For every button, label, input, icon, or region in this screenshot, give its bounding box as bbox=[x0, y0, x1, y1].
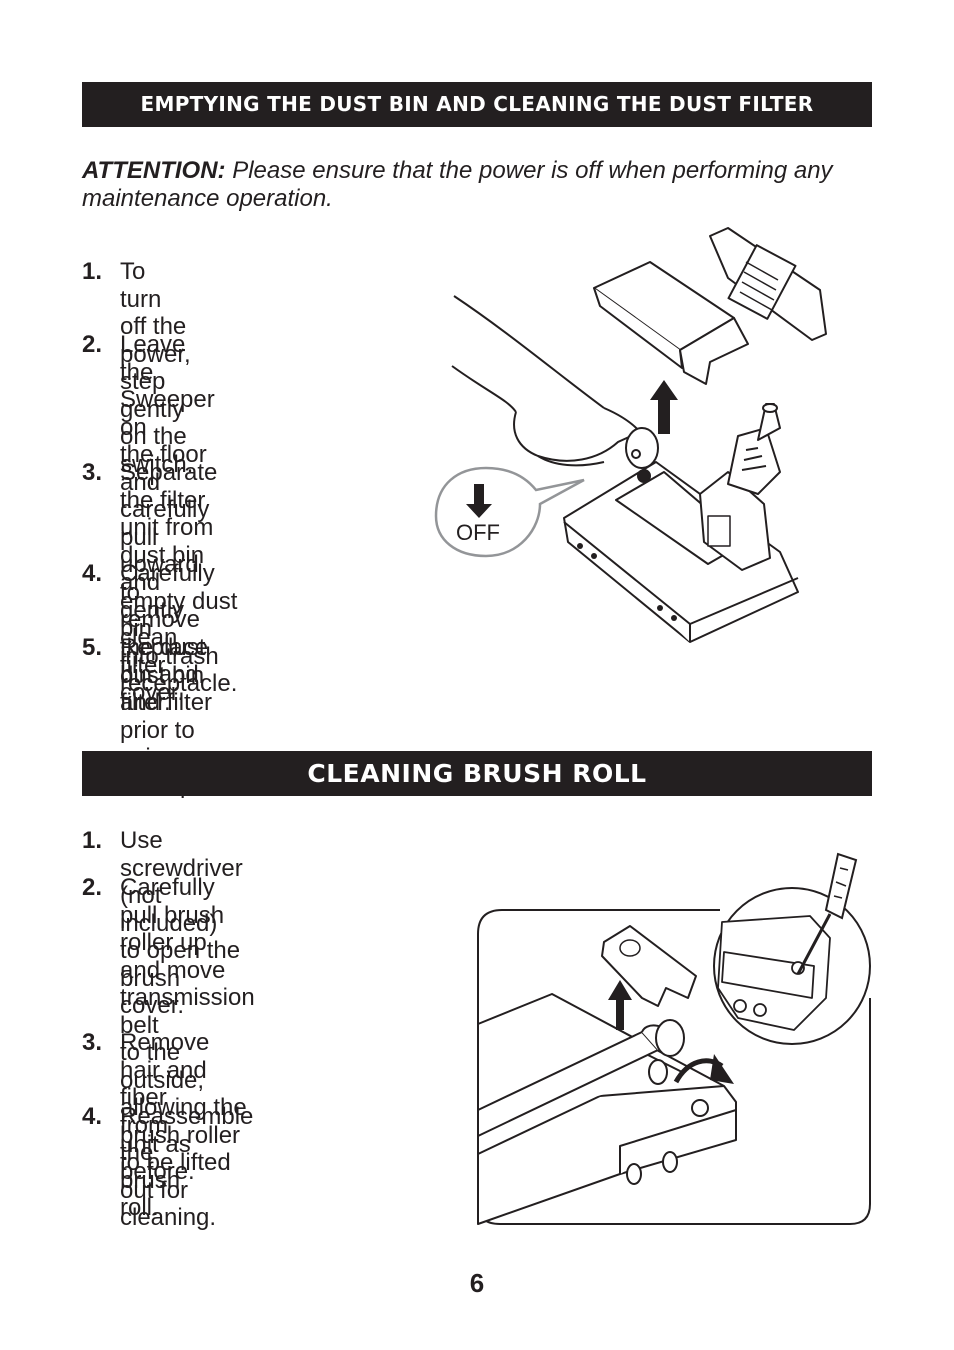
step-line: Separate the filter unit from bbox=[120, 459, 218, 541]
off-label: OFF bbox=[456, 520, 500, 545]
step-number: 2. bbox=[82, 331, 103, 358]
brush-roll-illustration bbox=[477, 852, 871, 1225]
step-line: into trash receptacle. bbox=[120, 642, 238, 698]
step-number: 1. bbox=[82, 258, 103, 285]
section-heading-brush-roll: CLEANING BRUSH ROLL bbox=[82, 751, 872, 796]
step-line: To turn off the power, step bbox=[120, 258, 191, 395]
step-line: brush roller to be lifted out for bbox=[120, 1121, 241, 1204]
step-line: Carefully empty dust bin bbox=[120, 560, 238, 642]
step-line: bin and filter. bbox=[120, 661, 199, 716]
step-line: to the outside, allowing the bbox=[120, 1039, 247, 1121]
attention-note: ATTENTION: Please ensure that the power … bbox=[82, 157, 882, 213]
step-line: Replace dust bin and filter bbox=[120, 634, 213, 716]
step-number: 2. bbox=[82, 874, 103, 901]
dust-bin-illustration: OFF bbox=[434, 227, 827, 643]
step-line: gently on the switch. bbox=[120, 395, 194, 478]
attention-label: ATTENTION: bbox=[82, 157, 226, 184]
step-line: Leave the Sweeper on bbox=[120, 331, 215, 441]
step-number: 3. bbox=[82, 459, 103, 486]
step-line: cleaning. bbox=[120, 1204, 217, 1231]
section-heading-dust-bin: EMPTYING THE DUST BIN AND CLEANING THE D… bbox=[82, 82, 872, 127]
step-line: filter cover. bbox=[120, 651, 185, 707]
step-line: the floor and carefully pull bbox=[120, 441, 210, 551]
step-number: 5. bbox=[82, 634, 103, 661]
step-line: Carefully pull brush roller up bbox=[120, 874, 225, 956]
step-number: 4. bbox=[82, 1103, 103, 1130]
step-number: 4. bbox=[82, 560, 103, 587]
step-line: upward to remove the dust bbox=[120, 551, 206, 661]
step-line: Remove hair and fiber from bbox=[120, 1029, 210, 1139]
step-line: dust bin and gently clean bbox=[120, 541, 205, 652]
step-line: Reassemble unit as before. bbox=[120, 1103, 254, 1185]
step-line: Use screwdriver (not included) to open t… bbox=[120, 827, 243, 1019]
page-number: 6 bbox=[469, 1268, 485, 1298]
attention-text: Please ensure that the power is off when… bbox=[82, 157, 833, 212]
step-line: the brush roll. bbox=[120, 1139, 181, 1221]
step-line: and move transmission belt bbox=[120, 956, 255, 1039]
step-number: 3. bbox=[82, 1029, 103, 1056]
step-number: 1. bbox=[82, 827, 103, 854]
